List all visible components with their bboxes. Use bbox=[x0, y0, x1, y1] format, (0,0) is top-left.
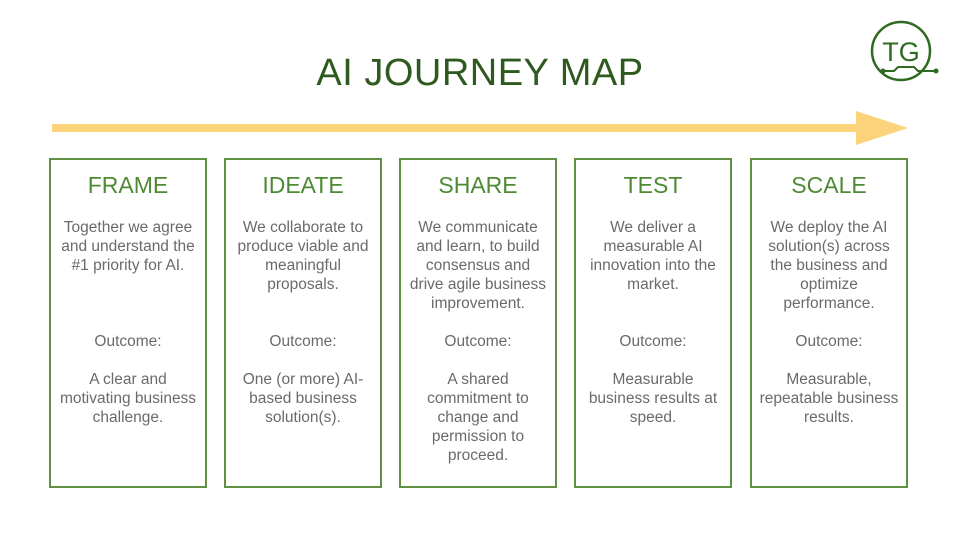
page-title: AI JOURNEY MAP bbox=[316, 52, 644, 94]
stage-title: FRAME bbox=[87, 172, 169, 198]
outcome-label: Outcome: bbox=[444, 333, 512, 350]
stage-card-ideate: IDEATE We collaborate to produce viable … bbox=[224, 158, 382, 488]
outcome-label: Outcome: bbox=[619, 333, 687, 350]
stage-description: We deploy the AI solution(s) across the … bbox=[768, 219, 890, 312]
journey-arrow bbox=[50, 108, 910, 150]
logo-text: TG bbox=[882, 37, 920, 67]
stage-outcome: Measurable business results at speed. bbox=[588, 371, 718, 426]
stage-card-test: TEST We deliver a measurable AI innovati… bbox=[574, 158, 732, 488]
stage-card-share: SHARE We communicate and learn, to build… bbox=[399, 158, 557, 488]
stage-title: TEST bbox=[623, 172, 683, 198]
stage-title: SHARE bbox=[438, 172, 518, 198]
stage-description: We deliver a measurable AI innovation in… bbox=[590, 219, 716, 293]
stage-outcome: A shared commitment to change and permis… bbox=[427, 371, 529, 464]
stage-card-frame: FRAME Together we agree and understand t… bbox=[49, 158, 207, 488]
stage-title: SCALE bbox=[791, 172, 867, 198]
stage-outcome: A clear and motivating business challeng… bbox=[59, 371, 197, 426]
outcome-label: Outcome: bbox=[94, 333, 162, 350]
stage-outcome: One (or more) AI-based business solution… bbox=[242, 371, 364, 426]
tg-circuit-logo-icon: TG bbox=[866, 20, 940, 82]
stage-card-scale: SCALE We deploy the AI solution(s) acros… bbox=[750, 158, 908, 488]
outcome-label: Outcome: bbox=[269, 333, 337, 350]
stage-description: We communicate and learn, to build conse… bbox=[409, 219, 547, 312]
stage-outcome: Measurable, repeatable business results. bbox=[759, 371, 899, 426]
stage-description: Together we agree and understand the #1 … bbox=[61, 219, 195, 274]
stage-description: We collaborate to produce viable and mea… bbox=[237, 219, 369, 293]
stage-title: IDEATE bbox=[262, 172, 344, 198]
outcome-label: Outcome: bbox=[795, 333, 863, 350]
